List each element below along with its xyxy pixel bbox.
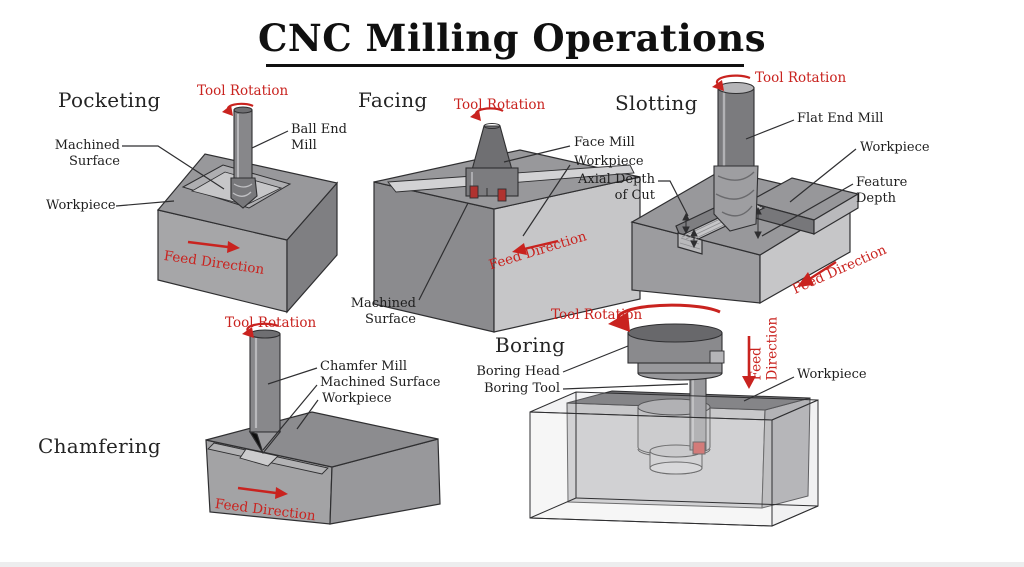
pocketing-feed-arrow (187, 240, 240, 253)
chamfering-feed-arrow (237, 486, 288, 499)
pocketing-tool (230, 106, 258, 209)
facing-rotation-arrow (470, 107, 504, 121)
slotting-tool (713, 81, 759, 232)
boring-label-boring-head: Boring Head (476, 364, 560, 379)
section-title-chamfering: Chamfering (38, 434, 161, 458)
chamfering-tool (248, 329, 282, 454)
boring-label-boring-tool: Boring Tool (483, 381, 560, 396)
facing-workpiece (373, 149, 641, 333)
boring-cutting-insert (692, 441, 706, 455)
boring-tool-shaft (689, 369, 707, 455)
facing-tool (465, 123, 519, 202)
facing-label-workpiece: Workpiece (574, 154, 644, 169)
chamfering-label-workpiece: Workpiece (322, 391, 392, 406)
pocketing-rotation-arrow (222, 102, 254, 116)
boring-head (627, 323, 725, 381)
chamfering-rotation-arrow (242, 322, 279, 338)
boring-leader-lines (562, 345, 795, 402)
slotting-label-workpiece: Workpiece (860, 140, 930, 155)
slotting-leader-lines (658, 119, 857, 237)
boring-tool-rotation-label: Tool Rotation (551, 307, 643, 323)
pocketing-leader-lines (115, 130, 289, 207)
chamfering-workpiece (205, 411, 441, 525)
chamfering-label-chamfer-mill: Chamfer Mill (320, 359, 408, 374)
slotting-label-axial-depth-of-cut: Axial Depth of Cut (578, 172, 655, 203)
boring-feed-arrow (742, 336, 756, 389)
slotting-label-flat-end-mill: Flat End Mill (797, 111, 884, 126)
title-underline (266, 64, 744, 67)
pocketing-label-ball-end-mill: Ball End Mill (291, 122, 347, 153)
section-title-slotting: Slotting (615, 91, 698, 115)
chamfering-label-machined-surface: Machined Surface (320, 375, 441, 390)
facing-leader-lines (418, 145, 571, 301)
facing-tool-rotation-label: Tool Rotation (454, 97, 546, 113)
facing-label-machined-surface: Machined Surface (350, 296, 416, 327)
slotting-rotation-arrow (712, 74, 751, 91)
chamfering-machined-notch (239, 448, 279, 467)
slotting-dimension-marks (682, 206, 762, 249)
chamfering-leader-lines (262, 367, 319, 451)
slotting-feed-arrow (797, 260, 837, 287)
pocketing-label-workpiece: Workpiece (46, 198, 116, 213)
pocketing-label-machined-surface: Machined Surface (54, 138, 120, 169)
chamfering-tool-rotation-label: Tool Rotation (225, 315, 317, 331)
facing-label-face-mill: Face Mill (574, 135, 635, 150)
page-title: CNC Milling Operations (257, 16, 767, 60)
section-title-boring: Boring (495, 333, 566, 357)
boring-label-workpiece: Workpiece (797, 367, 867, 382)
boring-feed-direction-label: Feed Direction (748, 316, 780, 381)
section-title-facing: Facing (358, 88, 428, 112)
section-title-pocketing: Pocketing (58, 88, 161, 112)
slotting-tool-rotation-label: Tool Rotation (755, 70, 847, 86)
pocketing-tool-rotation-label: Tool Rotation (197, 83, 289, 99)
bottom-strip (0, 562, 1024, 567)
boring-rotation-arrow (608, 303, 721, 332)
facing-feed-arrow (512, 239, 559, 255)
boring-wireframe-box (529, 391, 819, 527)
slotting-label-feature-depth: Feature Depth (856, 175, 908, 206)
